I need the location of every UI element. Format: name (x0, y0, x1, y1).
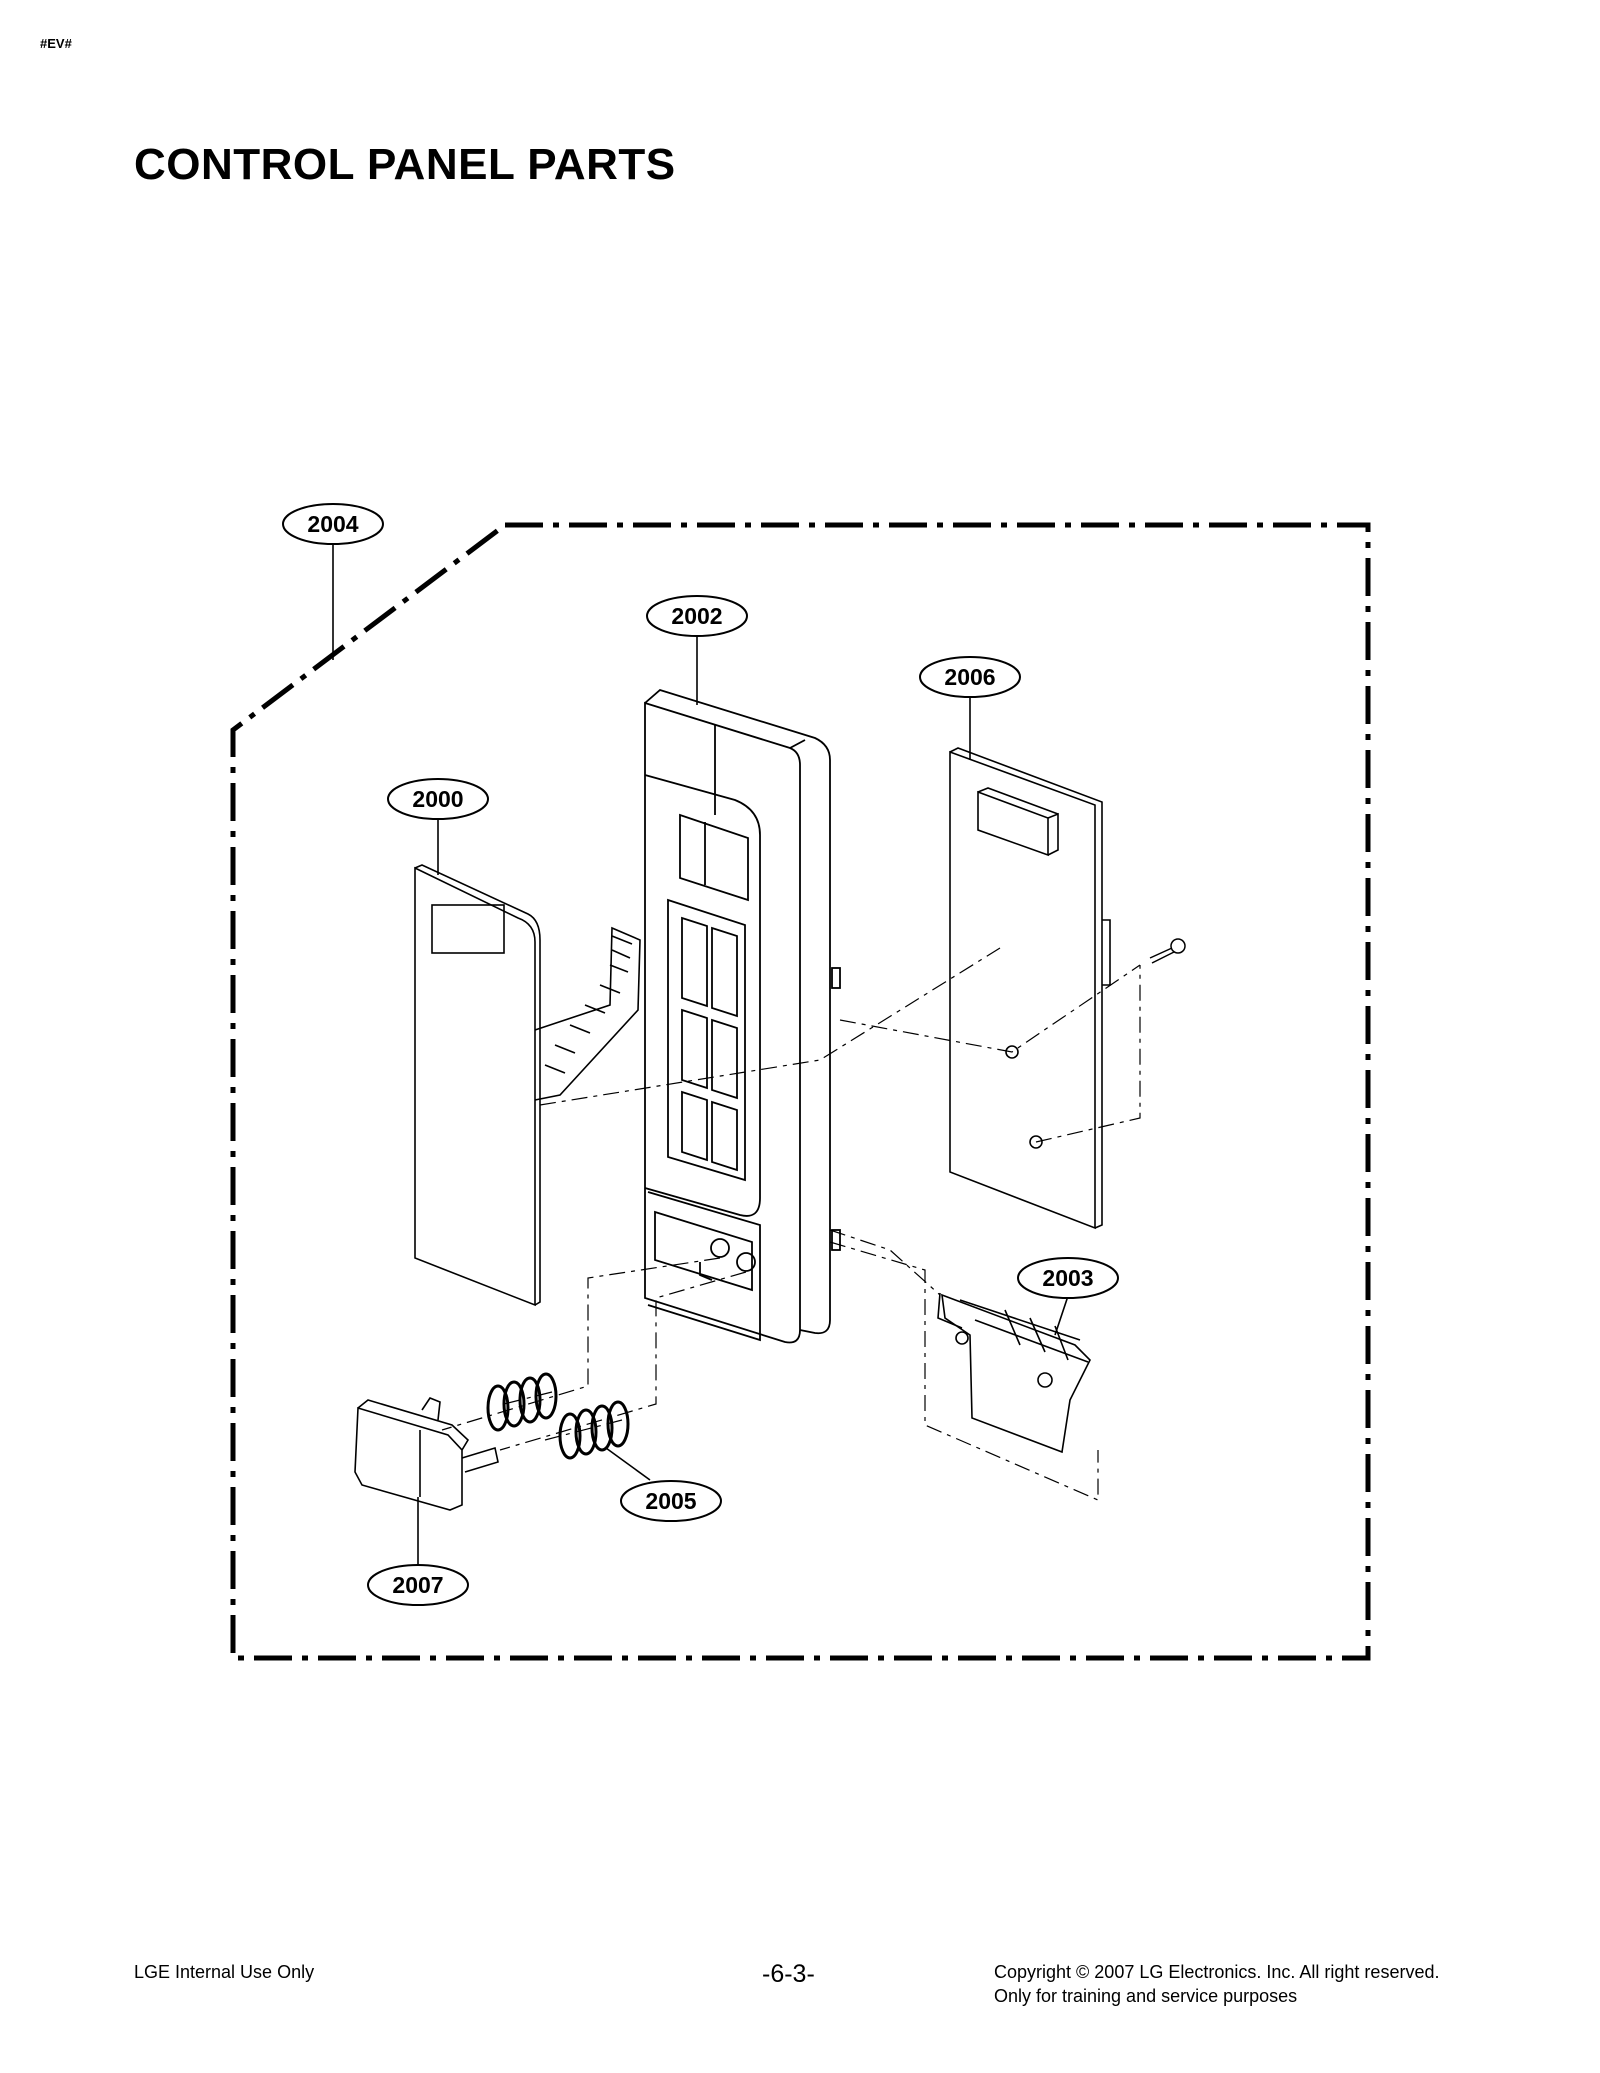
callout-2007-label: 2007 (392, 1572, 443, 1598)
part-2002-panel-frame (644, 688, 841, 1344)
assembly-guide-lines (441, 947, 1141, 1501)
callout-2003-label: 2003 (1042, 1265, 1093, 1291)
page-number: -6-3- (762, 1960, 815, 1988)
part-2007-push-button (354, 1397, 499, 1511)
part-2000-membrane-pad (414, 864, 641, 1307)
screw (1149, 938, 1186, 964)
callout-2005 (620, 1480, 722, 1522)
usage-note-line: Only for training and service purposes (994, 1986, 1298, 2006)
callout-2002-label: 2002 (671, 603, 722, 629)
callout-2000-label: 2000 (412, 786, 463, 812)
callout-2005-label: 2005 (645, 1488, 696, 1514)
callout-2007 (367, 1564, 469, 1606)
document-tag: #EV# (40, 36, 72, 51)
callout-2000 (387, 778, 489, 820)
page-title: CONTROL PANEL PARTS (134, 140, 676, 189)
callout-2002 (646, 595, 748, 637)
footer-copyright: Copyright © 2007 LG Electronics. Inc. Al… (994, 1960, 1439, 2008)
callout-2006-label: 2006 (944, 664, 995, 690)
leader-lines (332, 542, 1069, 1566)
part-2005-springs (486, 1372, 630, 1460)
assembly-boundary (230, 522, 1371, 1661)
footer-internal-use: LGE Internal Use Only (134, 1962, 315, 1982)
callout-2004-label: 2004 (307, 511, 358, 537)
callout-2003 (1017, 1257, 1119, 1299)
copyright-line: Copyright © 2007 LG Electronics. Inc. Al… (994, 1962, 1440, 1982)
part-2003-latch-lever (937, 1292, 1091, 1454)
callout-2004 (282, 503, 384, 545)
part-2006-pcb (949, 747, 1111, 1230)
callout-2006 (919, 656, 1021, 698)
